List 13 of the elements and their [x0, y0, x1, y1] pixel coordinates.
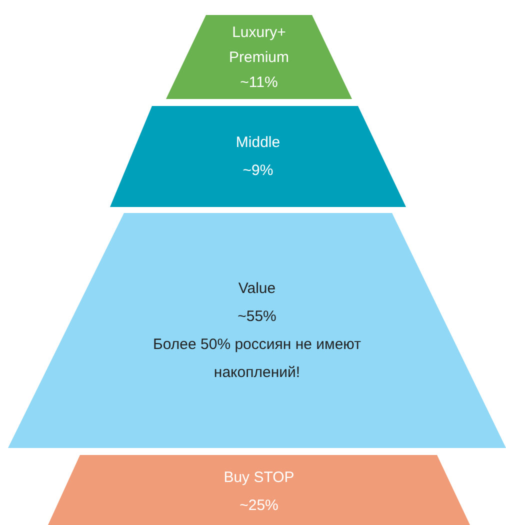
tier-text: ~25%	[240, 496, 278, 516]
tier-title: Luxury+ Premium	[228, 22, 290, 68]
tier-title: Value	[238, 278, 276, 298]
tier-text: ~55%	[238, 306, 276, 326]
pyramid-tier	[110, 106, 406, 207]
pyramid-tier	[166, 15, 352, 99]
tier-title: Middle	[236, 132, 280, 152]
pyramid-tier	[8, 213, 506, 448]
pyramid-tier	[48, 455, 470, 525]
tier-text: ~9%	[242, 160, 274, 180]
tier-title: Buy STOP	[224, 468, 294, 488]
tier-text: ~11%	[240, 72, 278, 92]
tier-text: Более 50% россиян не имеют накоплений!	[152, 334, 362, 382]
